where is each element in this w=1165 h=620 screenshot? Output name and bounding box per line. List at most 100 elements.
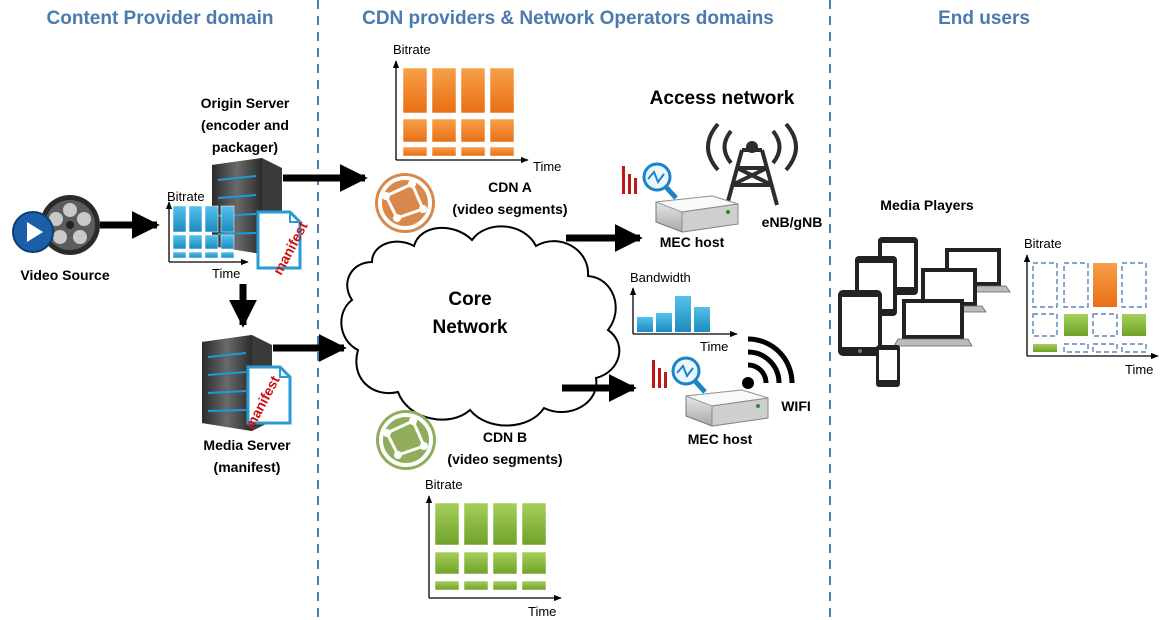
player-selected-segment (1122, 314, 1146, 336)
cdn-b-segment-block (492, 580, 518, 591)
cdn-a-bitrate-chart: Bitrate Time (392, 42, 561, 174)
cdn-a-segment-block (431, 67, 457, 114)
player-chart-bitrate-label: Bitrate (1024, 236, 1062, 251)
origin-segment-block (188, 234, 203, 250)
header-content-provider: Content Provider domain (47, 8, 274, 29)
cdn-b-segment-block (521, 551, 547, 575)
origin-server-label-line1: Origin Server (201, 95, 290, 111)
player-segment-slot (1063, 262, 1089, 308)
cdn-a-segment-block (460, 146, 486, 157)
cdn-a-segment-block (460, 67, 486, 114)
cell-tower-icon (706, 122, 798, 206)
mec-host-bottom-label: MEC host (688, 431, 753, 447)
core-network-label-line2: Network (433, 317, 508, 338)
cdn-b-label-line1: CDN B (483, 429, 527, 445)
mec-host-server-icon (685, 389, 769, 427)
core-network-cloud (340, 225, 621, 427)
bandwidth-chart-time-label: Time (700, 339, 728, 354)
bandwidth-chart-label: Bandwidth (630, 270, 691, 285)
cdn-a-chart-bitrate-label: Bitrate (393, 42, 431, 57)
origin-bitrate-chart: Bitrate Time (165, 189, 249, 281)
header-end-users: End users (938, 8, 1030, 29)
bandwidth-bar (694, 307, 710, 332)
player-segment-slot (1063, 343, 1089, 353)
cdn-a-label-line2: (video segments) (452, 201, 567, 217)
cdn-b-segment-block (463, 580, 489, 591)
player-segment-slot (1092, 343, 1118, 353)
access-network-label: Access network (650, 88, 795, 109)
bandwidth-bar (675, 296, 691, 332)
cdn-a-globe-icon (375, 173, 435, 233)
media-manifest-document-icon: manifest (242, 365, 292, 431)
origin-server-label-line3: packager) (212, 139, 278, 155)
cdn-a-segment-block (489, 146, 515, 157)
mec-host-top-label: MEC host (660, 234, 725, 250)
origin-segment-block (204, 205, 219, 233)
cdn-a-segment-block (431, 118, 457, 143)
cdn-b-globe-icon (376, 410, 436, 470)
cdn-a-segment-block (402, 118, 428, 143)
origin-segment-block (188, 251, 203, 259)
player-segment-slot (1121, 343, 1147, 353)
cdn-a-chart-time-label: Time (533, 159, 561, 174)
core-network-label-line1: Core (448, 289, 491, 310)
player-segment-slot (1121, 262, 1147, 308)
cdn-a-segment-block (402, 67, 428, 114)
video-source-label: Video Source (20, 267, 109, 283)
player-segment-slot (1092, 313, 1118, 337)
origin-segment-block (220, 251, 235, 259)
origin-segment-block (172, 234, 187, 250)
film-reel-icon (12, 195, 100, 255)
bandwidth-bar (637, 317, 653, 332)
manifest-document-icon: manifest (256, 210, 311, 277)
origin-segment-block (188, 205, 203, 233)
cdn-b-segment-block (521, 502, 547, 546)
media-server-label-line2: (manifest) (214, 459, 281, 475)
origin-segment-block (172, 251, 187, 259)
origin-segment-block (220, 234, 235, 250)
cdn-b-segment-block (521, 580, 547, 591)
player-bitrate-chart: Bitrate Time (1023, 236, 1159, 377)
media-players-label: Media Players (880, 197, 974, 213)
origin-chart-time-label: Time (212, 266, 240, 281)
cdn-a-segment-block (460, 118, 486, 143)
origin-segment-block (204, 251, 219, 259)
player-segment-slot (1032, 313, 1058, 337)
media-server-label-line1: Media Server (203, 437, 291, 453)
cdn-b-segment-block (463, 551, 489, 575)
origin-segment-block (220, 205, 235, 233)
mec-host-server-icon (655, 195, 739, 233)
bandwidth-chart: Bandwidth Time (629, 270, 738, 354)
cdn-b-label-line2: (video segments) (447, 451, 562, 467)
enb-gnb-label: eNB/gNB (762, 214, 823, 230)
origin-chart-bitrate-label: Bitrate (167, 189, 205, 204)
cdn-b-chart-time-label: Time (528, 604, 556, 619)
cdn-a-segment-block (489, 67, 515, 114)
bandwidth-bar (656, 313, 672, 332)
cdn-a-segment-block (489, 118, 515, 143)
cdn-b-segment-block (434, 551, 460, 575)
monitor-analytics-icon (622, 162, 678, 200)
player-chart-time-label: Time (1125, 362, 1153, 377)
cdn-a-segment-block (402, 146, 428, 157)
cdn-a-label-line1: CDN A (488, 179, 532, 195)
cdn-b-segment-block (463, 502, 489, 546)
media-players-devices-icon (838, 237, 1011, 387)
player-selected-segment (1033, 344, 1057, 352)
player-segment-slot (1032, 262, 1058, 308)
origin-segment-block (172, 205, 187, 233)
cdn-b-bitrate-chart: Bitrate Time (425, 477, 562, 619)
cdn-a-segment-block (431, 146, 457, 157)
cdn-b-segment-block (434, 580, 460, 591)
cdn-b-chart-bitrate-label: Bitrate (425, 477, 463, 492)
header-cdn-operators: CDN providers & Network Operators domain… (362, 8, 774, 29)
wifi-label: WIFI (781, 398, 811, 414)
origin-segment-block (204, 234, 219, 250)
cdn-b-segment-block (492, 502, 518, 546)
cdn-b-segment-block (434, 502, 460, 546)
player-selected-segment (1093, 263, 1117, 307)
origin-server-label-line2: (encoder and (201, 117, 289, 133)
wifi-signal-icon (742, 336, 795, 389)
cdn-b-segment-block (492, 551, 518, 575)
